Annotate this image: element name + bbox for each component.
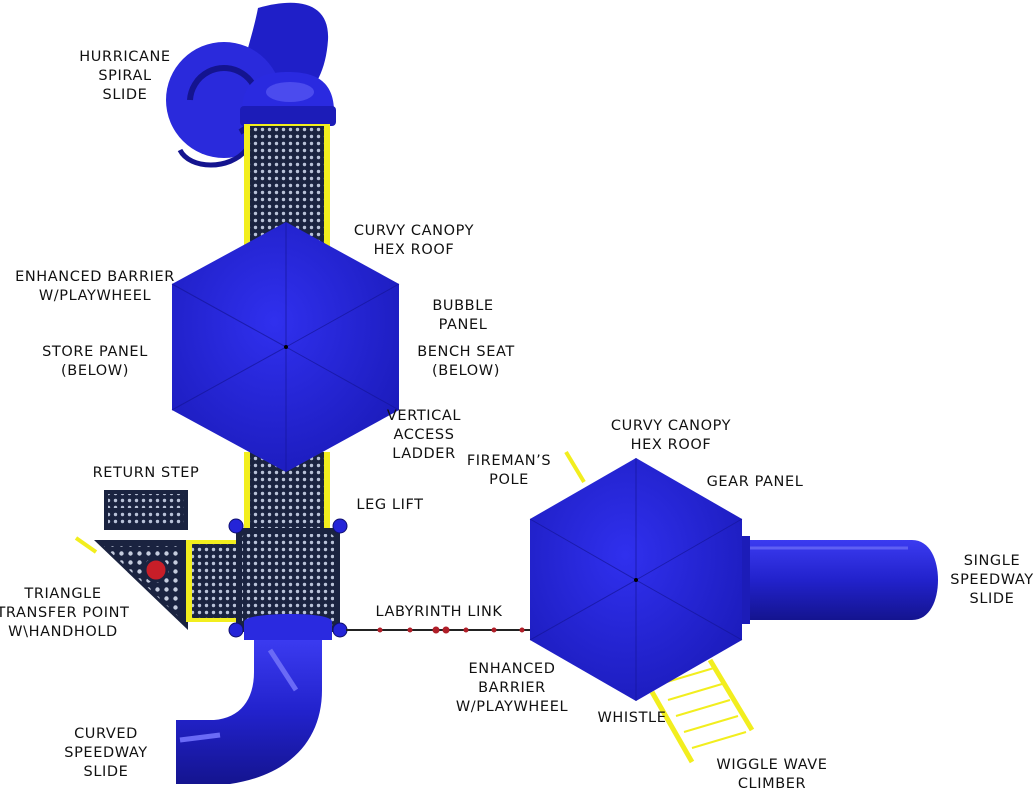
label-curved-speedway-slide: CURVED SPEEDWAY SLIDE: [64, 726, 148, 780]
triangle-transfer-point: [74, 536, 188, 630]
label-bubble-panel: BUBBLE PANEL: [432, 298, 494, 333]
label-hurricane-spiral-slide: HURRICANE SPIRAL SLIDE: [79, 49, 171, 103]
upper-deck: [244, 124, 330, 254]
label-enhanced-barrier-right: ENHANCED BARRIER W/PLAYWHEEL: [455, 661, 569, 715]
single-speedway-slide: [736, 536, 938, 624]
labyrinth-link: [346, 626, 534, 634]
curved-speedway-slide: [176, 614, 332, 784]
label-triangle-transfer-point: TRIANGLE TRANSFER POINT W\HANDHOLD: [0, 586, 130, 640]
label-whistle: WHISTLE: [597, 710, 667, 726]
label-curvy-canopy-right: CURVY CANOPY HEX ROOF: [610, 418, 732, 453]
label-bench-seat: BENCH SEAT (BELOW): [417, 344, 515, 379]
slide-hood: [240, 72, 336, 126]
firemans-pole: [564, 450, 586, 484]
transfer-deck: [186, 540, 240, 622]
hex-roof-right: [529, 458, 743, 701]
hex-roof-left: [171, 222, 400, 472]
wiggle-wave-climber: [649, 658, 755, 764]
label-gear-panel: GEAR PANEL: [706, 474, 804, 490]
corner-posts: [228, 518, 348, 638]
return-step: [104, 490, 188, 530]
label-firemans-pole: FIREMAN’S POLE: [466, 453, 552, 488]
label-labyrinth-link: LABYRINTH LINK: [375, 604, 503, 620]
label-store-panel: STORE PANEL (BELOW): [42, 344, 148, 379]
label-return-step: RETURN STEP: [92, 465, 200, 481]
label-single-speedway-slide: SINGLE SPEEDWAY SLIDE: [950, 553, 1034, 607]
label-curvy-canopy-left: CURVY CANOPY HEX ROOF: [353, 223, 475, 258]
label-vertical-access-ladder: VERTICAL ACCESS LADDER: [386, 408, 462, 462]
main-deck: [236, 528, 340, 632]
label-enhanced-barrier-left: ENHANCED BARRIER W/PLAYWHEEL: [15, 269, 175, 304]
label-leg-lift: LEG LIFT: [356, 497, 424, 513]
label-wiggle-wave-climber: WIGGLE WAVE CLIMBER: [716, 757, 828, 792]
